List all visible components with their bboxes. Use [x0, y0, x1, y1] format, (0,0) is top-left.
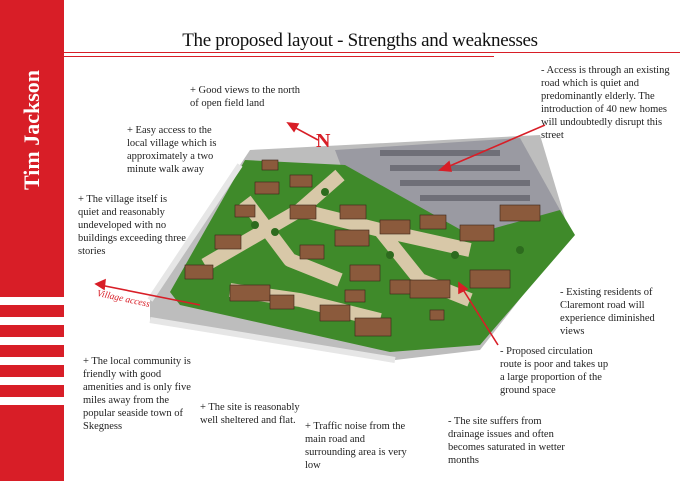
- house: [234, 204, 256, 218]
- boundary-path: [147, 163, 396, 363]
- note-access-village: + Easy access to the local village which…: [127, 125, 217, 175]
- sidebar-stripe: [0, 337, 64, 345]
- existing-house-roof: [390, 165, 520, 171]
- page-title: The proposed layout - Strengths and weak…: [182, 30, 538, 51]
- house: [261, 159, 279, 171]
- tree: [451, 251, 459, 259]
- sidebar-stripe: [0, 397, 64, 405]
- house: [184, 264, 214, 280]
- house: [379, 219, 411, 235]
- note-existing-residents: - Existing residents of Claremont road w…: [560, 287, 655, 337]
- existing-house-roofs: [380, 150, 530, 201]
- note-local-community: + The local community is friendly with g…: [83, 356, 191, 432]
- note-circulation: - Proposed circulation route is poor and…: [500, 346, 609, 396]
- existing-house-roof: [400, 180, 530, 186]
- sidebar-banner: Tim Jackson: [0, 0, 64, 481]
- road-arrow: [444, 124, 546, 169]
- house: [499, 204, 541, 222]
- house: [469, 269, 511, 289]
- house: [269, 294, 295, 310]
- house: [214, 234, 242, 250]
- existing-house-roof: [420, 195, 530, 201]
- note-good-views: + Good views to the north of open field …: [190, 85, 301, 109]
- sidebar-stripe: [0, 357, 64, 365]
- house: [289, 204, 317, 220]
- house: [389, 279, 413, 295]
- house: [299, 244, 325, 260]
- house: [339, 204, 367, 220]
- house: [349, 264, 381, 282]
- existing-house-roof: [380, 150, 500, 156]
- sidebar-stripe: [0, 377, 64, 385]
- sidebar-stripe: [0, 297, 64, 305]
- tree-group: [251, 188, 524, 259]
- village-arrowhead: [94, 278, 106, 291]
- north-compass-label: N: [316, 130, 331, 152]
- house: [354, 317, 392, 337]
- house: [459, 224, 495, 242]
- house: [419, 214, 447, 230]
- note-village-quiet: + The village itself is quiet and reason…: [78, 194, 186, 257]
- road-arrowhead: [438, 160, 453, 172]
- header-rule: [64, 52, 680, 53]
- house: [334, 229, 370, 247]
- note-traffic-noise: + Traffic noise from the main road and s…: [305, 421, 407, 471]
- header-rule-inner: [64, 56, 494, 57]
- tree: [386, 251, 394, 259]
- house: [344, 289, 366, 303]
- tree: [321, 188, 329, 196]
- note-access-road: - Access is through an existing road whi…: [541, 65, 670, 141]
- house: [229, 284, 271, 302]
- north-arrowhead: [286, 122, 300, 133]
- house: [289, 174, 313, 188]
- house-group: [184, 159, 541, 337]
- sidebar-stripe: [0, 317, 64, 325]
- note-drainage: - The site suffers from drainage issues …: [448, 416, 565, 466]
- circulation-arrow: [461, 287, 499, 346]
- tree: [271, 228, 279, 236]
- house: [429, 309, 445, 321]
- tree: [251, 221, 259, 229]
- circulation-arrowhead: [458, 281, 469, 295]
- site-roads: [201, 169, 473, 327]
- house: [254, 181, 280, 195]
- village-arrow: [99, 284, 201, 306]
- house: [319, 304, 351, 322]
- note-sheltered: + The site is reasonably well sheltered …: [200, 402, 300, 426]
- tree: [516, 246, 524, 254]
- annotation-arrows: [94, 122, 546, 346]
- house: [409, 279, 451, 299]
